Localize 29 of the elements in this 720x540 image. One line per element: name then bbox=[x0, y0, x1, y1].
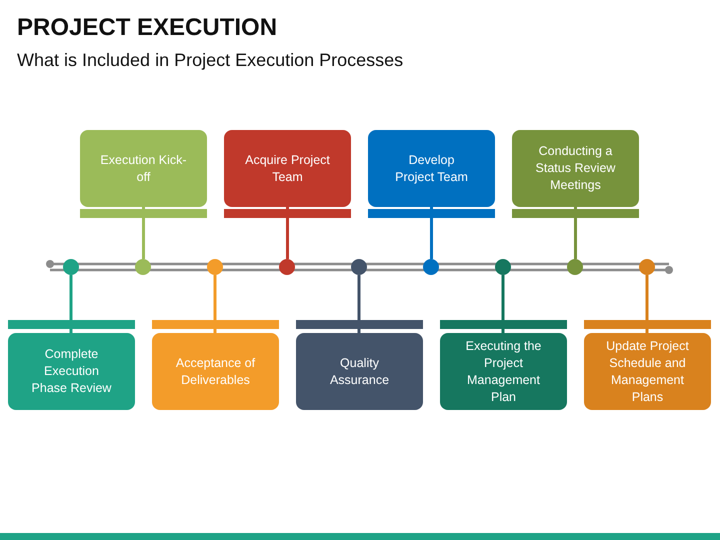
connector-line bbox=[574, 207, 577, 259]
timeline-dot bbox=[135, 259, 151, 275]
timeline-dot bbox=[63, 259, 79, 275]
step-card: Develop Project Team bbox=[368, 130, 495, 207]
connector-line bbox=[646, 275, 648, 333]
timeline-dot bbox=[279, 259, 295, 275]
step-card: Executing the Project Management Plan bbox=[440, 333, 567, 410]
connector-line bbox=[70, 275, 72, 333]
connector-line bbox=[214, 275, 216, 333]
connector-line bbox=[430, 207, 433, 259]
connector-line bbox=[142, 207, 145, 259]
timeline-dot bbox=[495, 259, 511, 275]
timeline-dot bbox=[567, 259, 583, 275]
page-title: PROJECT EXECUTION bbox=[17, 14, 278, 42]
step-card: Execution Kick-off bbox=[80, 130, 207, 207]
step-card: Quality Assurance bbox=[296, 333, 423, 410]
subtitle: What is Included in Project Execution Processes bbox=[17, 50, 404, 71]
timeline-dot bbox=[207, 259, 223, 275]
step-card: Conducting a Status Review Meetings bbox=[512, 130, 639, 207]
step-card: Update Project Schedule and Management Plans bbox=[584, 333, 711, 410]
timeline-dot bbox=[423, 259, 439, 275]
connector-line bbox=[502, 275, 504, 333]
timeline-dot bbox=[351, 259, 367, 275]
step-card: Acceptance of Deliverables bbox=[152, 333, 279, 410]
step-card: Complete Execution Phase Review bbox=[8, 333, 135, 410]
step-card: Acquire Project Team bbox=[224, 130, 351, 207]
connector-line bbox=[286, 207, 289, 259]
timeline-dot bbox=[639, 259, 655, 275]
connector-line bbox=[358, 275, 360, 333]
